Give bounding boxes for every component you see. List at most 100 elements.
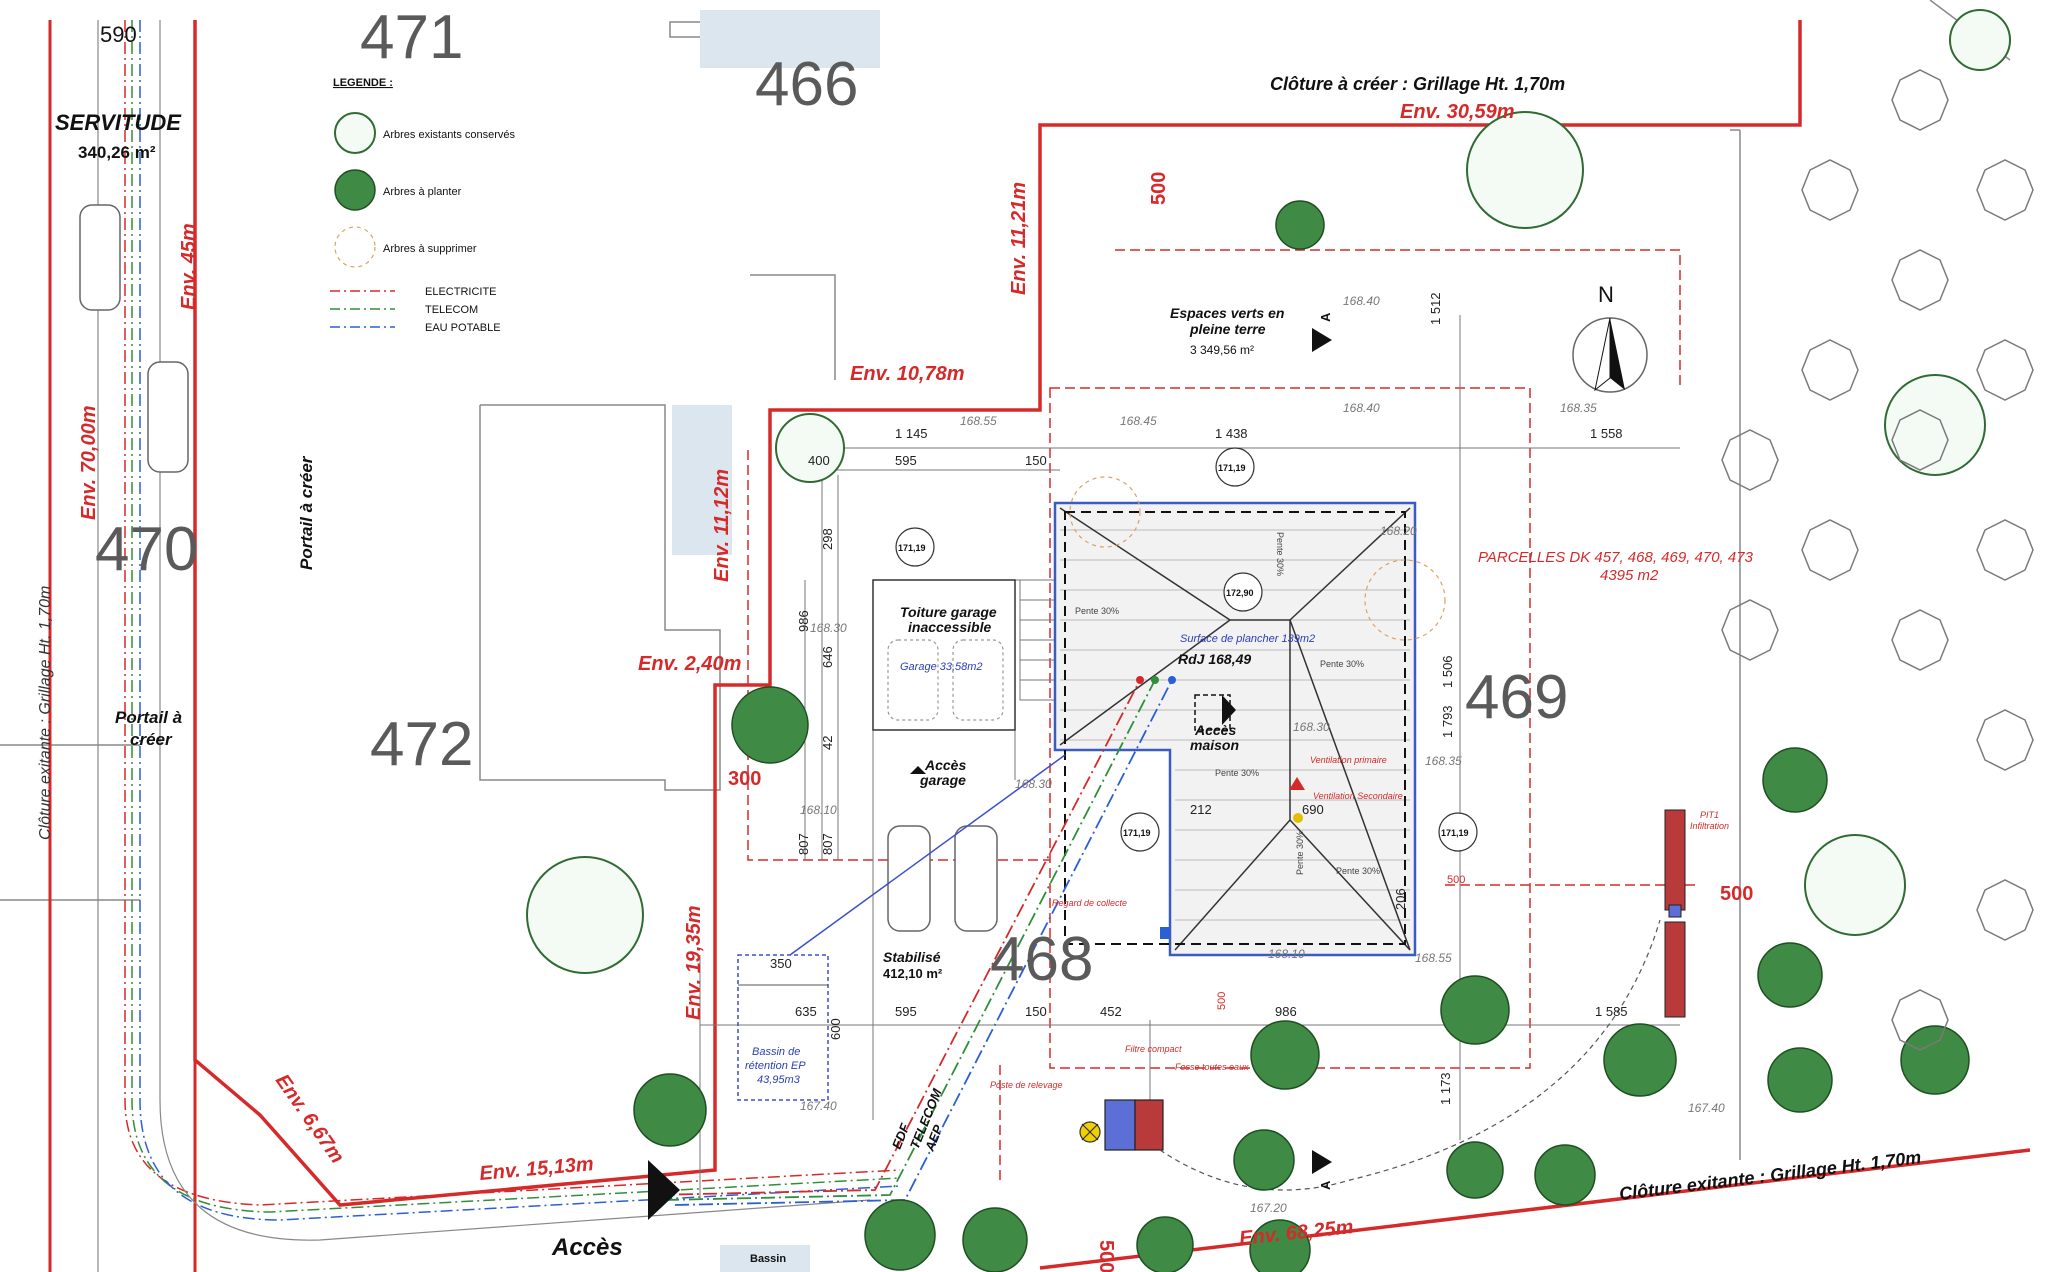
green-space-area: 3 349,56 m² <box>1190 343 1254 357</box>
parcelles-line1: PARCELLES DK 457, 468, 469, 470, 473 <box>1478 549 1754 566</box>
dim-42: 42 <box>820 736 835 750</box>
property-boundary-bottom <box>1039 1148 2031 1270</box>
level-4: 168.55 <box>960 414 997 428</box>
garage-roof-2: inaccessible <box>908 619 991 635</box>
level-1: 168.40 <box>1343 294 1380 308</box>
section-a-top: A <box>1318 312 1333 322</box>
stabilise-1: Stabilisé <box>883 949 941 965</box>
dim-1793: 1 793 <box>1440 705 1455 738</box>
north-label: N <box>1598 282 1614 307</box>
dim-150b: 150 <box>1025 1004 1047 1019</box>
bassin-1: Bassin de <box>752 1046 800 1058</box>
level-15: 167.40 <box>1688 1101 1725 1115</box>
env-15-13: Env. 15,13m <box>479 1153 595 1185</box>
house-roof <box>1053 501 1417 957</box>
green-space-1: Espaces verts en <box>1170 305 1284 321</box>
garage-acces-1: Accès <box>924 757 966 773</box>
dim-212: 212 <box>1190 802 1212 817</box>
dim-500v: 500 <box>1216 992 1228 1010</box>
spot-1: 171,19 <box>898 543 926 553</box>
network-dot-eau <box>1168 676 1176 684</box>
env-11-21: Env. 11,21m <box>1008 182 1030 295</box>
neighbour-trees <box>1721 69 2034 1051</box>
dim-1506: 1 506 <box>1440 655 1455 688</box>
garage <box>872 579 1016 932</box>
section-marker-top <box>1312 328 1332 352</box>
red-500-right: 500 <box>1720 883 1753 905</box>
env-11-12: Env. 11,12m <box>711 469 733 582</box>
dim-646: 646 <box>820 646 835 668</box>
env-6-67: Env. 6,67m <box>271 1070 348 1167</box>
env-70: Env. 70,00m <box>78 405 100 520</box>
dim-1512: 1 512 <box>1428 292 1443 325</box>
portail-vertical: Portail à créer <box>297 455 316 570</box>
equip-pit1: PIT1 <box>1700 810 1719 820</box>
legend-item-telecom: TELECOM <box>425 304 478 316</box>
servitude-title: SERVITUDE <box>55 110 182 135</box>
pente-2: Pente 30% <box>1320 659 1364 669</box>
spot-3: 172,90 <box>1226 588 1254 598</box>
dim-1145: 1 145 <box>895 426 928 441</box>
bassin-3: 43,95m3 <box>757 1074 801 1086</box>
retention-basin <box>737 954 829 1101</box>
level-2: 168.40 <box>1343 401 1380 415</box>
dim-1173: 1 173 <box>1438 1072 1453 1105</box>
parcel-469: 469 <box>1465 663 1568 732</box>
dim-206: 206 <box>1393 888 1408 910</box>
level-3: 168.35 <box>1560 401 1597 415</box>
dim-595b: 595 <box>895 1004 917 1019</box>
dim-500s: 500 <box>1447 874 1465 886</box>
legend-item-existing: Arbres existants conservés <box>383 129 516 141</box>
dim-400: 400 <box>808 453 830 468</box>
regard-collecte: Regard de collecte <box>1052 898 1127 908</box>
dim-986a: 986 <box>796 610 811 632</box>
equip-poste: Poste de relevage <box>990 1080 1063 1090</box>
legend-item-plant: Arbres à planter <box>383 186 462 198</box>
red-300: 300 <box>728 768 761 790</box>
spot-markers <box>895 447 1478 852</box>
level-7: 168.30 <box>810 621 847 635</box>
dim-1558: 1 558 <box>1590 426 1623 441</box>
parcel-472: 472 <box>370 710 473 779</box>
garage-area: Garage 33,58m2 <box>900 661 983 673</box>
level-8: 168.30 <box>1015 777 1052 791</box>
equip-pit2: Infiltration <box>1690 821 1729 831</box>
legend-item-electricite: ELECTRICITE <box>425 286 497 298</box>
main-access-label: Accès <box>551 1234 623 1261</box>
servitude-area: 340,26 m² <box>78 143 156 162</box>
dim-635: 635 <box>795 1004 817 1019</box>
level-16: 167.20 <box>1250 1201 1287 1215</box>
bassin-2: rétention EP <box>745 1060 806 1072</box>
level-11: 168.30 <box>1293 720 1330 734</box>
dim-600: 600 <box>828 1018 843 1040</box>
vent-primaire: Ventilation primaire <box>1310 755 1387 765</box>
top-fence-label: Clôture à créer : Grillage Ht. 1,70m <box>1270 74 1565 94</box>
garage-acces-2: garage <box>919 772 966 788</box>
dim-1438: 1 438 <box>1215 426 1248 441</box>
env-2-40: Env. 2,40m <box>638 653 741 675</box>
dim-298: 298 <box>820 528 835 550</box>
stabilise-2: 412,10 m² <box>883 966 943 981</box>
legend-title: LEGENDE : <box>333 77 393 89</box>
level-5: 168.45 <box>1120 414 1157 428</box>
bassin-bottom: Bassin <box>750 1253 786 1265</box>
dim-590: 590 <box>100 22 137 47</box>
drain-line <box>1159 919 1661 1191</box>
portail-left-1: Portail à <box>115 708 182 727</box>
env-19-35: Env. 19,35m <box>683 905 705 1020</box>
main-access-arrow <box>648 1160 680 1220</box>
env-45: Env. 45m <box>178 223 200 310</box>
parcel-466: 466 <box>755 50 858 119</box>
equip-filtre: Filtre compact <box>1125 1044 1182 1054</box>
house-acces-2: maison <box>1190 737 1239 753</box>
level-6: 168.20 <box>1380 524 1417 538</box>
utility-networks <box>654 679 1173 1206</box>
level-10: 168.10 <box>800 803 837 817</box>
left-fence-label: Clôture exitante : Grillage Ht. 1,70m <box>37 586 54 840</box>
house-acces-1: Accès <box>1194 722 1236 738</box>
pente-3: Pente 30% <box>1215 768 1259 778</box>
section-a-bottom: A <box>1318 1180 1333 1190</box>
parcel-468: 468 <box>990 925 1093 994</box>
infiltration-pit <box>1664 809 1686 1018</box>
